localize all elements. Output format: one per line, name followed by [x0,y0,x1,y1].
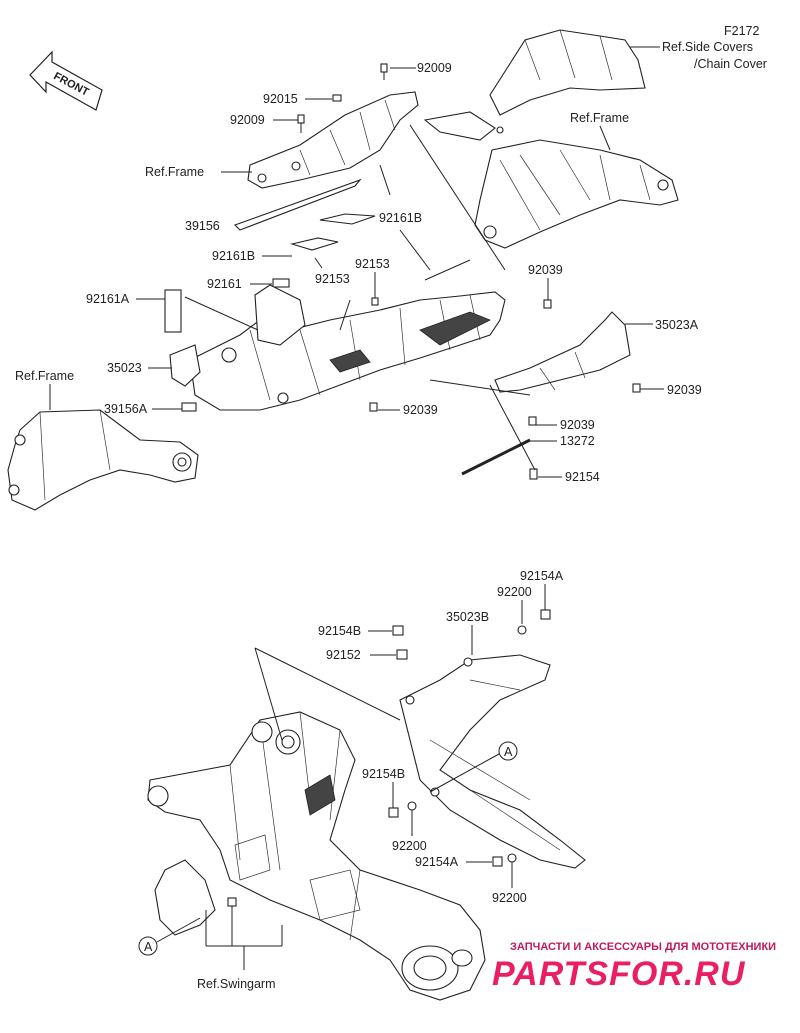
part-39156: 39156 [185,219,220,233]
part-92154B-mid: 92154B [362,767,405,781]
clip-icon [332,94,342,102]
ref-side-covers-label: Ref.Side Covers [662,40,753,54]
part-92154A-bot: 92154A [415,855,459,869]
cover-35023-part [169,344,201,387]
callout-a-left-letter: A [144,940,153,954]
callout-a-right [498,741,518,761]
pad-92161a-part [164,289,182,333]
bolt-icon [543,299,552,309]
part-92015: 92015 [263,92,298,106]
part-92039-b: 92039 [667,383,702,397]
part-92152: 92152 [326,648,361,662]
strip-39156-part [233,178,362,231]
ref-swingarm-label: Ref.Swingarm [197,977,276,991]
bolt-icon [369,402,378,412]
part-92153-b: 92153 [355,257,390,271]
part-35023B: 35023B [446,610,489,624]
callout-a-right-letter: A [504,745,513,759]
pad-39156a-part [181,402,197,412]
part-39156A: 39156A [104,402,148,416]
diagram-code: F2172 [724,24,759,38]
part-92200-top: 92200 [497,585,532,599]
washer-icon [407,801,417,811]
part-92009-b: 92009 [230,113,265,127]
washer-icon [517,625,527,635]
bolt-icon [528,416,537,426]
chain-guard-35023b-part [399,654,586,869]
callout-a-left [138,936,158,956]
part-92153-a: 92153 [315,272,350,286]
part-92161A: 92161A [86,292,130,306]
pad-92161-part [272,278,290,288]
ref-frame-left-top-label: Ref.Frame [145,165,204,179]
part-92009-a: 92009 [417,61,452,75]
part-13272: 13272 [560,434,595,448]
bolt-icon [540,609,551,620]
part-92154A-top: 92154A [520,569,564,583]
frame-right-part [474,139,679,249]
ref-frame-left-label: Ref.Frame [15,369,74,383]
part-92039-a: 92039 [528,263,563,277]
watermark-brand: PARTSFOR.RU [492,955,746,993]
cover-35023a-part [494,311,631,393]
part-92200-mid: 92200 [392,839,427,853]
bolt-icon [371,297,379,306]
bolt-icon [529,468,538,480]
part-92154B-top: 92154B [318,624,361,638]
pad-92161b-b-part [289,237,339,251]
part-92039-d: 92039 [560,418,595,432]
clip-icon [396,649,408,660]
part-35023A: 35023A [655,318,699,332]
part-92200-bot: 92200 [492,891,527,905]
frame-middle-part [189,291,506,411]
part-92161: 92161 [207,277,242,291]
side-cover-part [423,29,646,141]
ref-frame-top-label: Ref.Frame [570,111,629,125]
bolt-icon [392,625,404,636]
part-92039-c: 92039 [403,403,438,417]
frame-left-part [7,409,199,511]
bolt-icon [380,63,388,80]
bolt-icon [492,856,503,867]
bolt-icon [227,897,237,907]
bolt-icon [388,807,399,818]
part-92161B-a: 92161B [379,211,422,225]
upper-bracket-part [247,91,419,189]
watermark-tagline: ЗАПЧАСТИ И АКСЕССУАРЫ ДЛЯ МОТОТЕХНИКИ [510,941,776,953]
bolt-icon [297,114,305,133]
pad-92161b-a-part [319,213,376,225]
part-35023: 35023 [107,361,142,375]
lower-guard-part [154,859,216,936]
swingarm-part [147,711,486,1001]
ref-chain-cover-label: /Chain Cover [694,57,767,71]
bracket-plate-part [254,284,306,346]
washer-icon [507,853,517,863]
front-arrow-icon: FRONT [29,50,103,111]
bolt-icon [632,383,641,393]
part-92161B-b: 92161B [212,249,255,263]
part-92154: 92154 [565,470,600,484]
strip-13272-part [461,438,531,476]
